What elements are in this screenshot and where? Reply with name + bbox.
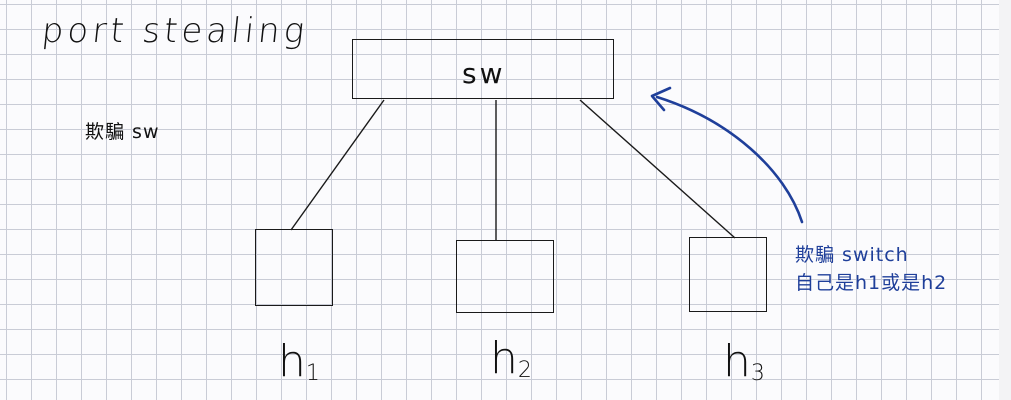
host-label-h2-base: h — [490, 333, 518, 384]
spoof-annotation: 欺騙 switch 自己是h1或是h2 — [795, 242, 947, 297]
host-box-h3 — [689, 237, 767, 312]
spoof-arrow-head — [650, 86, 672, 112]
host-label-h1-sub: 1 — [305, 361, 320, 386]
left-note: 欺騙 sw — [85, 121, 160, 143]
spoof-arrow — [655, 95, 804, 224]
host-label-h1-base: h — [278, 336, 306, 387]
switch-box — [352, 39, 614, 99]
link-h3 — [579, 99, 736, 239]
spoof-annotation-line1: 欺騙 switch — [795, 244, 909, 266]
host-box-h2 — [456, 240, 554, 313]
host-label-h3-sub: 3 — [750, 361, 765, 386]
host-label-h3: h3 — [723, 340, 765, 385]
host-label-h1: h1 — [278, 340, 320, 385]
link-h1 — [290, 99, 385, 231]
host-label-h3-base: h — [723, 336, 751, 387]
host-box-h1 — [255, 229, 333, 306]
host-label-h2-sub: 2 — [517, 358, 532, 383]
switch-label: sw — [462, 57, 506, 90]
paper-edge — [999, 0, 1011, 400]
host-label-h2: h2 — [490, 337, 532, 382]
spoof-annotation-line2: 自己是h1或是h2 — [795, 271, 948, 294]
